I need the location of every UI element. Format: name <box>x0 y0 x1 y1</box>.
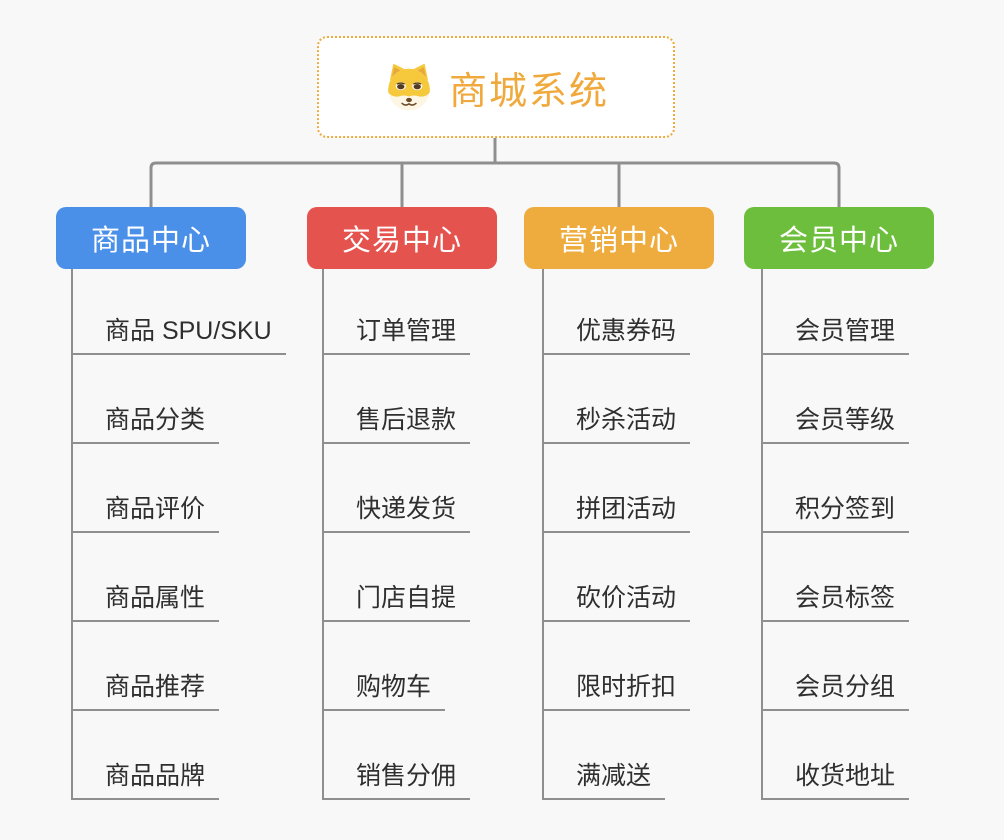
branch-topic-trade-center[interactable]: 交易中心 <box>307 207 497 269</box>
branch-children-trade-center: 订单管理 售后退款 快递发货 门店自提 购物车 销售分佣 <box>322 269 603 800</box>
leaf-topic[interactable]: 会员分组 <box>762 667 910 711</box>
leaf-topic[interactable]: 商品推荐 <box>72 667 220 711</box>
leaf-topic[interactable]: 收货地址 <box>762 756 910 800</box>
branch-connector-line <box>149 161 841 207</box>
branch-topic-member-center[interactable]: 会员中心 <box>744 207 934 269</box>
branch-topic-marketing-center[interactable]: 营销中心 <box>524 207 714 269</box>
leaf-topic[interactable]: 会员标签 <box>762 578 910 622</box>
leaf-topic[interactable]: 商品品牌 <box>72 756 220 800</box>
leaf-topic[interactable]: 限时折扣 <box>543 667 691 711</box>
leaf-topic[interactable]: 秒杀活动 <box>543 400 691 444</box>
branch-trunk-line <box>71 269 73 800</box>
leaf-topic[interactable]: 门店自提 <box>323 578 471 622</box>
dog-face-icon <box>388 63 430 111</box>
branch-trunk-line <box>322 269 324 800</box>
leaf-topic[interactable]: 优惠券码 <box>543 311 691 355</box>
leaf-topic[interactable]: 销售分佣 <box>323 756 471 800</box>
leaf-topic[interactable]: 商品分类 <box>72 400 220 444</box>
leaf-topic[interactable]: 满减送 <box>543 756 666 800</box>
branch-children-marketing-center: 优惠券码 秒杀活动 拼团活动 砍价活动 限时折扣 满减送 <box>542 269 823 800</box>
leaf-topic[interactable]: 拼团活动 <box>543 489 691 533</box>
leaf-topic[interactable]: 商品评价 <box>72 489 220 533</box>
branch-trunk-line <box>761 269 763 800</box>
leaf-topic[interactable]: 购物车 <box>323 667 446 711</box>
branch-trunk-line <box>542 269 544 800</box>
branch-children-member-center: 会员管理 会员等级 积分签到 会员标签 会员分组 收货地址 <box>761 269 1004 800</box>
leaf-topic[interactable]: 订单管理 <box>323 311 471 355</box>
leaf-topic[interactable]: 砍价活动 <box>543 578 691 622</box>
leaf-topic[interactable]: 快递发货 <box>323 489 471 533</box>
branch-children-product-center: 商品 SPU/SKU 商品分类 商品评价 商品属性 商品推荐 商品品牌 <box>71 269 352 800</box>
leaf-topic[interactable]: 商品 SPU/SKU <box>72 311 286 355</box>
leaf-topic[interactable]: 售后退款 <box>323 400 471 444</box>
root-topic-label: 商城系统 <box>448 70 609 113</box>
root-topic[interactable]: 商城系统 <box>317 36 675 138</box>
leaf-topic[interactable]: 积分签到 <box>762 489 910 533</box>
leaf-topic[interactable]: 会员等级 <box>762 400 910 444</box>
branch-topic-product-center[interactable]: 商品中心 <box>56 207 246 269</box>
leaf-topic[interactable]: 会员管理 <box>762 311 910 355</box>
leaf-topic[interactable]: 商品属性 <box>72 578 220 622</box>
